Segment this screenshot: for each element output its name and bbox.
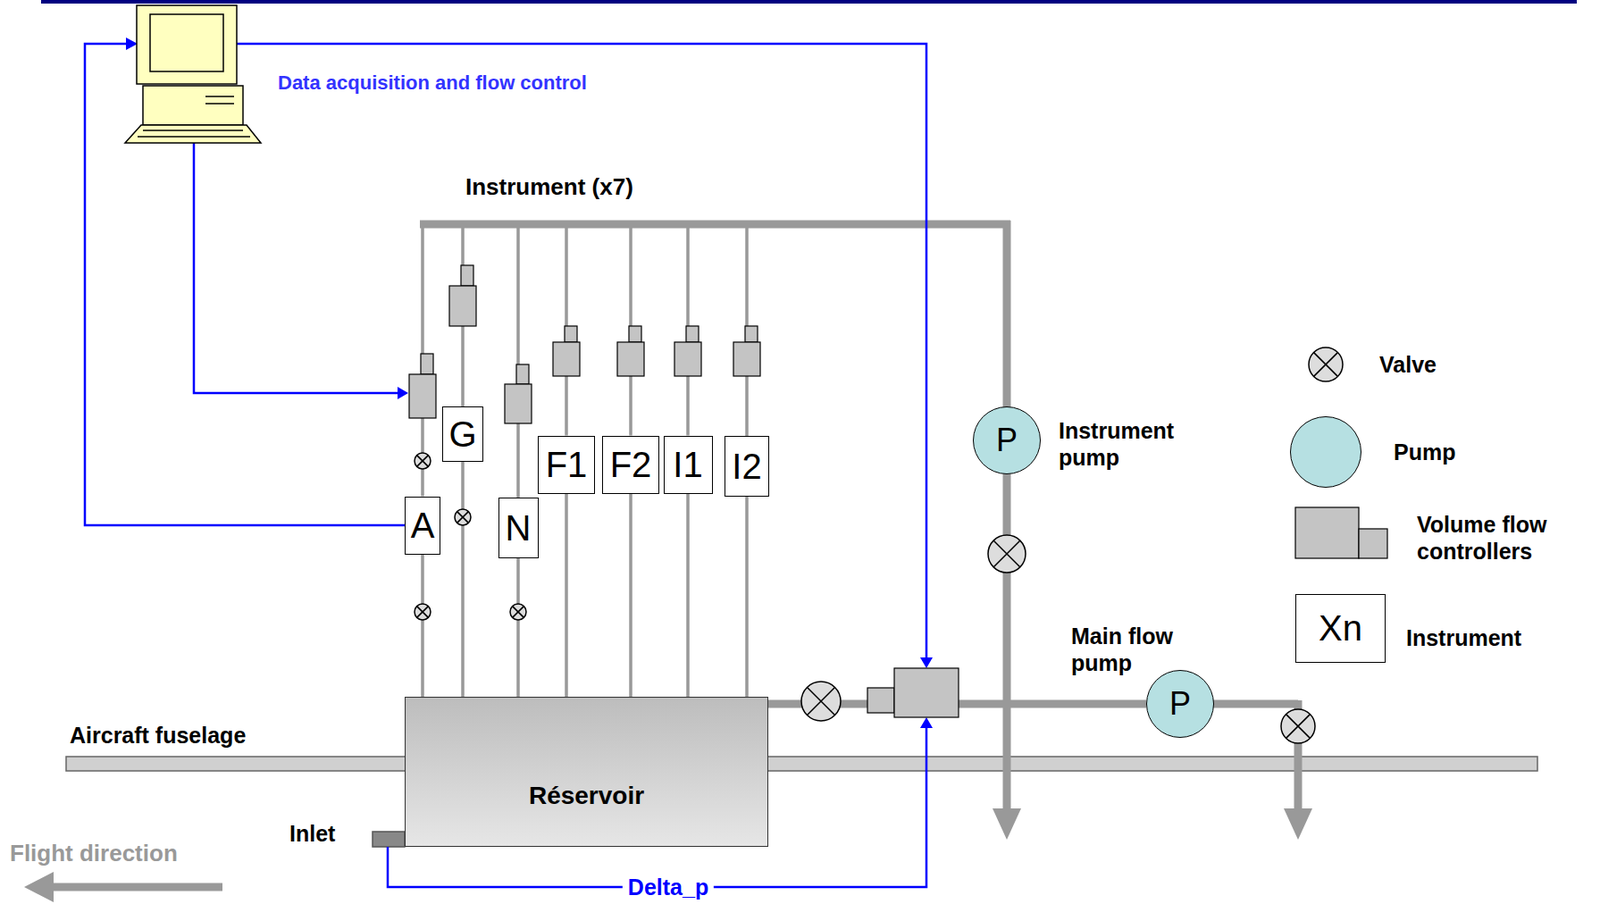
control-arrowheads: [125, 37, 933, 729]
part-label: Inlet: [289, 820, 336, 847]
computer-icon: [125, 5, 261, 143]
pipe-line: [566, 224, 1007, 436]
node-text: I1: [672, 444, 703, 486]
instrument-box: I2: [724, 435, 770, 497]
fuselage-band: [66, 756, 1538, 771]
outflow-arrowhead: [1283, 808, 1313, 840]
legend-text: Pump: [1393, 438, 1456, 466]
instrument-box: A: [404, 496, 442, 555]
outflow-arrowhead: [992, 808, 1022, 840]
node-text: G: [448, 414, 477, 455]
legend-text: Instrument: [1406, 624, 1522, 652]
node-text: F1: [545, 444, 588, 486]
pipe-line: [462, 224, 1007, 407]
flow-controller: [409, 265, 1388, 718]
pipe-line: [516, 558, 520, 697]
instrument-box: N: [498, 497, 539, 559]
system-label: Data acquisition and flow control: [277, 71, 587, 95]
pipe-line: [420, 554, 425, 698]
legend-instrument-box: Xn: [1295, 594, 1386, 663]
signal-label: Delta_p: [622, 873, 714, 901]
valve-symbol: [414, 347, 1343, 744]
reservoir-tank: Réservoir: [404, 696, 769, 847]
node-text: N: [505, 508, 532, 549]
instrument-box: F2: [602, 435, 660, 495]
pipe-line: [422, 224, 1007, 497]
node-text: Réservoir: [528, 781, 645, 811]
pipe-line: [460, 461, 465, 697]
pipe-line: [630, 224, 1007, 436]
legend-swatch: [1290, 416, 1362, 488]
instrument-box: F1: [537, 435, 595, 495]
pump-label: Main flow pump: [1071, 622, 1224, 677]
legend-text: Volume flow controllers: [1416, 510, 1583, 565]
pipe-line: [518, 224, 1007, 498]
node-text: Xn: [1318, 608, 1363, 649]
flight-arrowhead: [24, 871, 54, 903]
node-text: P: [996, 421, 1018, 460]
instrument-box: G: [442, 406, 483, 462]
instrument-box: I1: [663, 435, 713, 495]
pump-circle: P: [1146, 670, 1215, 738]
pipe-line: [745, 496, 749, 697]
pump-label: Instrument pump: [1058, 417, 1211, 471]
pipe-line: [686, 494, 690, 698]
top-rule: [41, 0, 1577, 4]
group-label: Instrument (x7): [465, 173, 634, 202]
thick-pipes: [49, 220, 1299, 888]
inlet-port: [372, 831, 405, 847]
direction-label: Flight direction: [9, 839, 178, 868]
control-lines: [84, 43, 927, 888]
pipe-line: [628, 494, 633, 698]
node-text: A: [410, 505, 436, 546]
pipe-line: [564, 494, 569, 698]
pump-circle: P: [972, 406, 1041, 475]
node-text: P: [1169, 685, 1191, 723]
legend-text: Valve: [1379, 351, 1437, 378]
pipe-line: [687, 224, 1007, 436]
node-text: F2: [610, 444, 653, 486]
node-text: I2: [731, 446, 762, 487]
pipe-line: [746, 224, 1007, 436]
part-label: Aircraft fuselage: [69, 721, 246, 749]
